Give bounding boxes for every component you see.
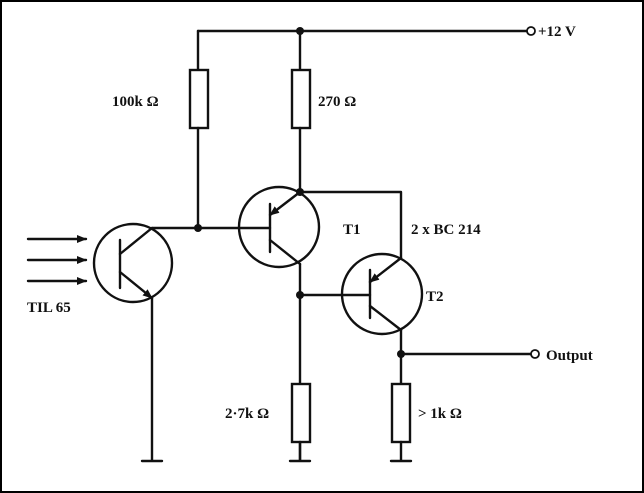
phototransistor-til65: TIL 65	[27, 222, 200, 462]
transistor-pair-label: 2 x BC 214	[411, 222, 481, 238]
supply-rail: +12 V	[196, 24, 576, 72]
phototransistor-label: TIL 65	[27, 300, 71, 316]
output-line: Output	[397, 348, 593, 364]
output-terminal	[530, 349, 540, 359]
resistor-1k: > 1k Ω	[390, 382, 462, 462]
t1-label: T1	[343, 222, 361, 238]
light-input-arrows	[26, 235, 88, 285]
t1-t2-emitter-link	[298, 190, 403, 260]
supply-terminal	[526, 26, 536, 36]
t2-label: T2	[426, 289, 444, 305]
resistor-270: 270 Ω	[290, 68, 356, 194]
output-label: Output	[546, 348, 593, 364]
resistor-2-7k: 2·7k Ω	[225, 382, 312, 444]
resistor-1k-label: > 1k Ω	[418, 406, 462, 422]
resistor-100k-label: 100k Ω	[112, 94, 159, 110]
ground-symbol	[288, 440, 312, 463]
transistor-t1: T1	[196, 185, 361, 462]
supply-label: +12 V	[538, 24, 576, 40]
resistor-100k: 100k Ω	[112, 68, 210, 230]
resistor-2-7k-label: 2·7k Ω	[225, 406, 269, 422]
transistor-t2: T2	[298, 252, 444, 386]
resistor-270-label: 270 Ω	[318, 94, 356, 110]
